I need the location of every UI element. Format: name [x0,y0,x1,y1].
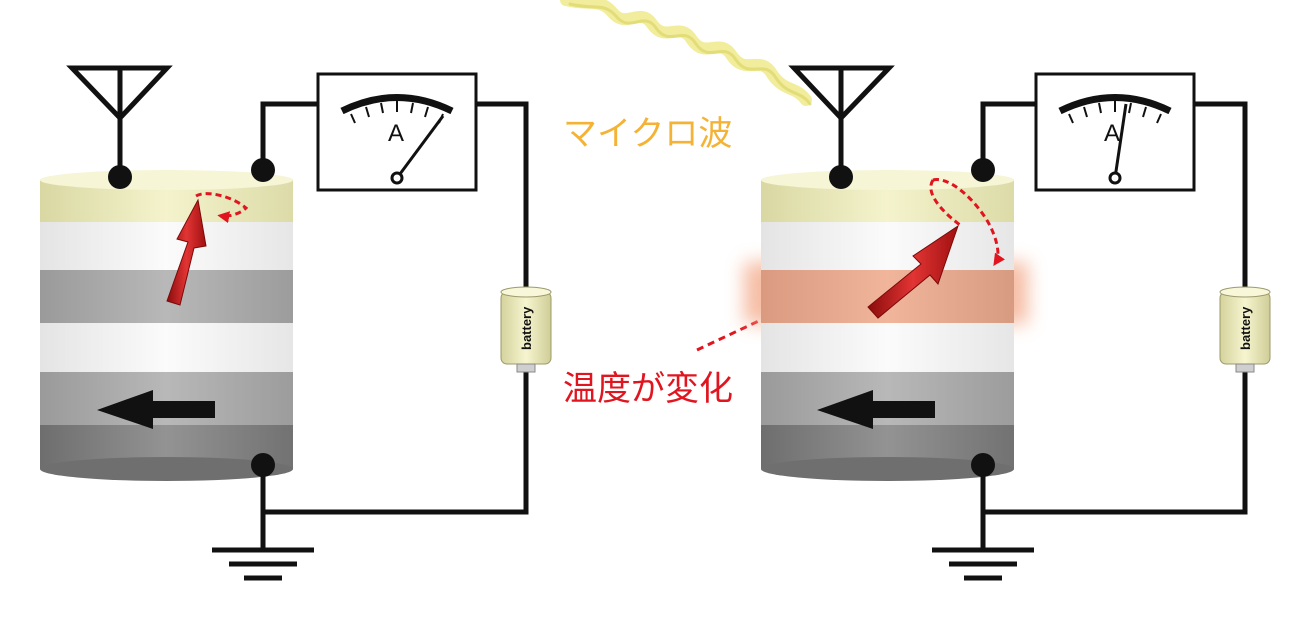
layer-stack [40,170,293,481]
wire-bottom [263,372,529,515]
antenna-contact [829,165,853,189]
free-layer-magnetization-arrow [867,224,959,319]
antenna-icon [66,65,173,177]
battery-icon: battery [1219,286,1271,373]
microwave-wave [560,0,812,106]
fixed-layer-magnetization-arrow [817,390,935,429]
antenna-icon [788,65,895,177]
free-layer-magnetization-arrow [166,198,207,306]
ammeter-icon: A [316,72,478,192]
wire-right [1194,101,1248,290]
antenna-contact [108,165,132,189]
battery-label: battery [519,306,534,350]
ground-icon [212,547,314,581]
precession-path-back [929,179,961,227]
battery-label: battery [1238,306,1253,350]
wire-top [980,101,1038,170]
microwave-label: マイクロ波 [563,114,732,154]
precession-path [195,192,249,224]
precession-path [932,178,1005,266]
right-device: A battery [744,65,1271,581]
battery-icon: battery [500,286,552,373]
wire-right [476,101,529,290]
wire-top [260,101,320,170]
left-device: A battery [40,65,552,581]
ammeter-symbol: A [1104,120,1120,147]
ground-icon [932,547,1034,581]
fixed-layer-magnetization-arrow [97,390,215,429]
wire-bottom [983,372,1248,515]
ammeter-symbol: A [388,120,404,147]
layer-stack [761,170,1014,481]
temperature-change-label: 温度が変化 [563,369,733,409]
ammeter-icon: A [1034,72,1196,192]
